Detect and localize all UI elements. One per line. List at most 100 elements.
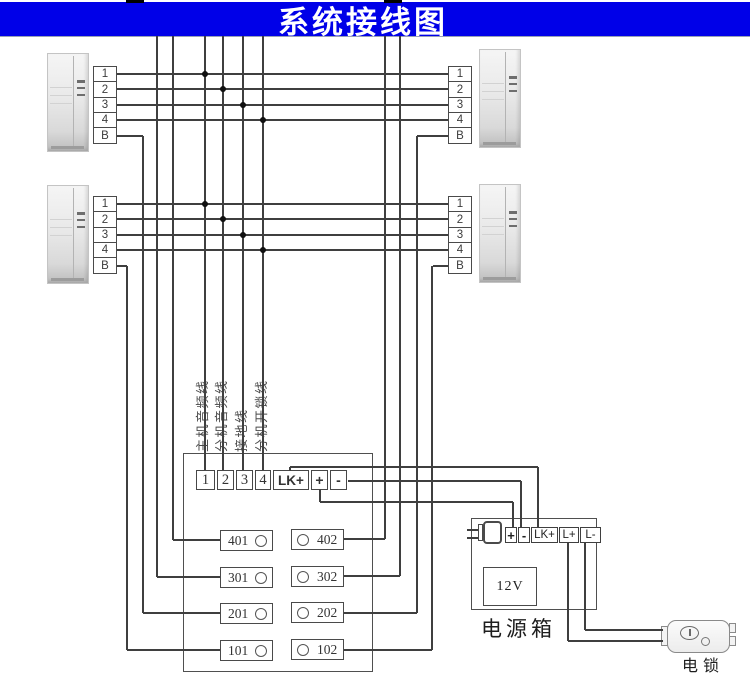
terminal-cell: 3 [93, 226, 117, 244]
main-terminal: 1 [196, 470, 215, 490]
wire [156, 36, 158, 577]
wire [431, 266, 433, 650]
room-number: 202 [317, 604, 338, 620]
junction-dot [240, 102, 246, 108]
room-number: 101 [228, 642, 249, 658]
terminal-cell: B [448, 127, 472, 144]
handset-detail [50, 102, 73, 104]
power-plug-icon [467, 529, 478, 531]
junction-dot [220, 216, 226, 222]
handset-detail [505, 186, 507, 281]
main-terminal: 4 [255, 470, 271, 490]
room-button-402[interactable]: 402 [291, 529, 344, 550]
main-terminal-strip: 1 2 3 4 LK+ + - [196, 470, 347, 490]
terminal-cell: 1 [93, 66, 117, 83]
handset-button-icon [76, 93, 85, 97]
handset-button-icon [508, 76, 517, 79]
wire [117, 218, 448, 220]
bus-wire-label: 接地线 [231, 408, 250, 452]
handset-detail [51, 146, 84, 149]
terminal-cell: 4 [93, 241, 117, 259]
handset-detail [51, 278, 84, 281]
lock-screw-icon [701, 637, 710, 646]
handset-button-icon [76, 218, 85, 222]
wire [289, 467, 291, 471]
terminal-block-top-right: 1 2 3 4 B [448, 66, 472, 144]
terminal-cell: 3 [93, 96, 117, 114]
terminal-cell: 4 [448, 241, 472, 259]
room-button-202[interactable]: 202 [291, 602, 344, 623]
handset-detail [482, 82, 505, 84]
junction-dot [202, 71, 208, 77]
bus-wire-label: 分机开锁线 [251, 379, 270, 452]
handset-detail [50, 94, 73, 96]
room-number: 302 [317, 568, 338, 584]
wire [568, 640, 663, 642]
room-button-302[interactable]: 302 [291, 566, 344, 587]
wire [399, 36, 401, 576]
power-plug-icon [483, 521, 502, 544]
main-terminal: 3 [236, 470, 253, 490]
wire [416, 136, 418, 613]
room-button-102[interactable]: 102 [291, 639, 344, 660]
wire [126, 0, 144, 3]
wire [585, 629, 663, 631]
wire [127, 649, 220, 651]
wire [222, 36, 224, 470]
call-circle-icon [255, 571, 267, 584]
handset-button-icon [76, 212, 85, 215]
wire [384, 36, 386, 539]
ps-terminal-minus: - [518, 527, 530, 543]
handset-detail [50, 234, 73, 236]
room-button-201[interactable]: 201 [220, 603, 273, 624]
lock-label: 电锁 [682, 658, 725, 675]
terminal-cell: B [93, 127, 117, 144]
lock-cylinder-icon [680, 626, 699, 640]
wire [172, 36, 174, 540]
terminal-block-bottom-left: 1 2 3 4 B [93, 196, 117, 274]
room-button-101[interactable]: 101 [220, 640, 273, 661]
wire [157, 576, 220, 578]
page-title: 系统接线图 [278, 4, 448, 40]
handset-detail [482, 90, 505, 92]
power-plug-icon [478, 524, 483, 541]
ps-terminal-plus: + [505, 527, 517, 543]
handset-button-icon [76, 80, 85, 83]
lock-cylinder-slot [689, 629, 691, 636]
room-button-401[interactable]: 401 [220, 530, 273, 551]
wire [142, 136, 144, 613]
handset-detail [483, 277, 516, 280]
junction-dot [260, 117, 266, 123]
room-number: 402 [317, 531, 338, 547]
ps-terminal-lk: LK+ [531, 527, 558, 543]
terminal-block-top-left: 1 2 3 4 B [93, 66, 117, 144]
wire [117, 265, 127, 267]
terminal-cell: 2 [93, 211, 117, 229]
wire [117, 203, 448, 205]
power-plug-icon [467, 537, 478, 539]
room-number: 102 [317, 641, 338, 657]
main-terminal-plus: + [311, 470, 328, 490]
power-terminal-strip: + - LK+ L+ L- [505, 527, 601, 543]
wire [344, 538, 385, 540]
room-button-301[interactable]: 301 [220, 567, 273, 588]
terminal-cell: 1 [93, 196, 117, 213]
handset-detail [505, 51, 507, 146]
wire [290, 466, 538, 468]
junction-dot [260, 247, 266, 253]
electric-lock-image [667, 620, 730, 653]
handset-detail [73, 55, 75, 150]
call-circle-icon [297, 533, 309, 546]
terminal-cell: 2 [448, 211, 472, 229]
terminal-cell: 4 [448, 111, 472, 129]
main-terminal-lk: LK+ [273, 470, 309, 490]
wire [567, 542, 569, 641]
wire [417, 135, 448, 137]
room-number: 201 [228, 605, 249, 621]
wire [344, 649, 432, 651]
lock-connector-icon [729, 636, 736, 646]
terminal-cell: 3 [448, 226, 472, 244]
wire [117, 119, 448, 121]
handset-detail [482, 98, 505, 100]
terminal-cell: B [93, 257, 117, 274]
